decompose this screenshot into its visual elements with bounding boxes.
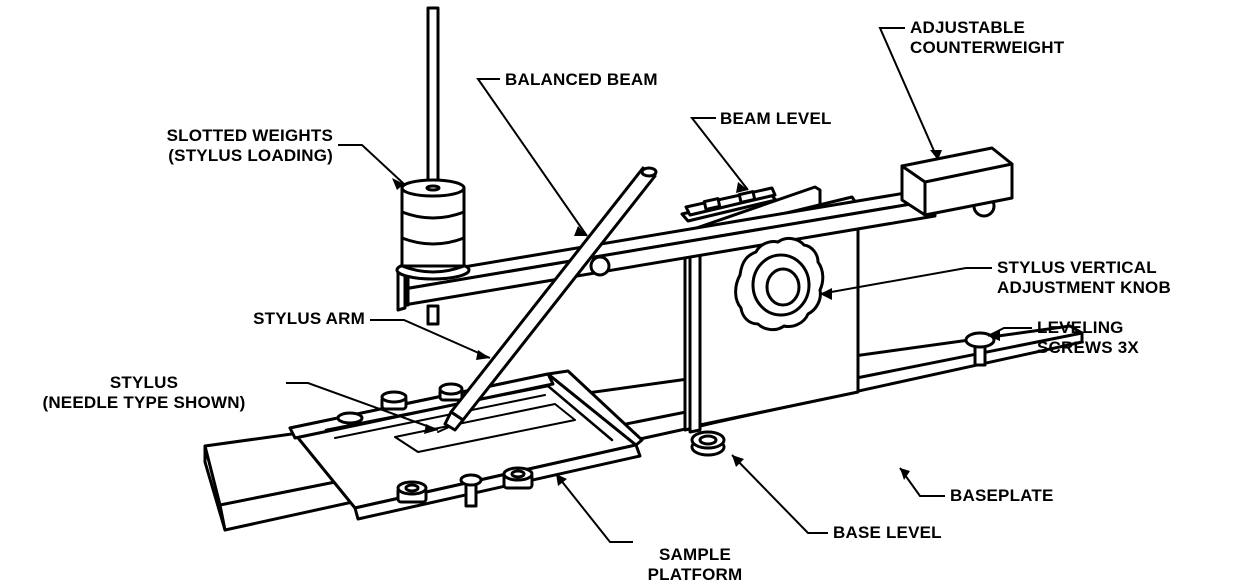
- leader-sample-platform: [555, 473, 633, 543]
- leader-slotted-weights: [338, 144, 405, 185]
- label-leveling-screws: LEVELING SCREWS 3X: [1037, 318, 1139, 358]
- stylus-arm: [437, 166, 658, 433]
- label-line: ADJUSTMENT KNOB: [997, 278, 1171, 297]
- label-line: BASEPLATE: [950, 486, 1054, 505]
- sample-platform: [288, 369, 644, 521]
- label-line: BASE LEVEL: [833, 523, 942, 542]
- label-stylus: STYLUS (NEEDLE TYPE SHOWN): [5, 373, 283, 413]
- platform-nut-2: [502, 466, 534, 490]
- label-line: SAMPLE: [658, 545, 732, 564]
- label-line: STYLUS ARM: [253, 309, 365, 328]
- arrowheads: [392, 150, 1000, 486]
- slotted-weights: [395, 6, 471, 326]
- label-stylus-arm: STYLUS ARM: [170, 309, 365, 329]
- beam-level: [680, 186, 778, 223]
- label-beam-level: BEAM LEVEL: [720, 109, 832, 129]
- base-level: [690, 430, 726, 457]
- label-balanced-beam: BALANCED BEAM: [505, 70, 658, 90]
- leader-counterweight: [878, 27, 939, 161]
- label-line: PLATFORM: [647, 565, 743, 584]
- label-line: (STYLUS LOADING): [168, 146, 333, 165]
- label-line: SLOTTED WEIGHTS: [166, 126, 333, 145]
- leader-stylus-arm: [370, 319, 491, 359]
- leader-beam-level: [689, 117, 749, 191]
- label-slotted-weights: SLOTTED WEIGHTS (STYLUS LOADING): [93, 126, 333, 166]
- leveling-screw: [964, 331, 996, 367]
- label-sample-platform: SAMPLE PLATFORM: [640, 545, 750, 585]
- platform-screw-2: [438, 382, 464, 402]
- label-adjustable-counterweight: ADJUSTABLE COUNTERWEIGHT: [910, 18, 1064, 58]
- label-line: (NEEDLE TYPE SHOWN): [42, 393, 246, 412]
- stylus-vertical-adjustment-knob: [734, 236, 825, 332]
- label-baseplate: BASEPLATE: [950, 486, 1054, 506]
- label-line: BALANCED BEAM: [505, 70, 658, 89]
- label-line: COUNTERWEIGHT: [910, 38, 1065, 57]
- label-line: STYLUS VERTICAL: [997, 258, 1157, 277]
- label-stylus-vertical-adjustment-knob: STYLUS VERTICAL ADJUSTMENT KNOB: [997, 258, 1171, 298]
- label-line: SCREWS 3X: [1037, 338, 1139, 357]
- leader-stylus: [286, 382, 439, 431]
- platform-nut-1: [396, 480, 428, 504]
- label-base-level: BASE LEVEL: [833, 523, 942, 543]
- label-line: LEVELING: [1037, 318, 1124, 337]
- label-line: STYLUS: [109, 373, 179, 392]
- label-line: BEAM LEVEL: [720, 109, 832, 128]
- platform-screw-3: [459, 473, 483, 508]
- leader-balanced-beam: [476, 78, 588, 237]
- leader-base-level: [731, 454, 828, 534]
- leader-knob: [819, 267, 992, 295]
- platform-screw-1: [380, 390, 408, 411]
- label-line: ADJUSTABLE: [910, 18, 1026, 37]
- adjustable-counterweight: [900, 146, 1014, 217]
- platform-nut-3: [336, 411, 364, 425]
- leader-baseplate: [899, 467, 945, 497]
